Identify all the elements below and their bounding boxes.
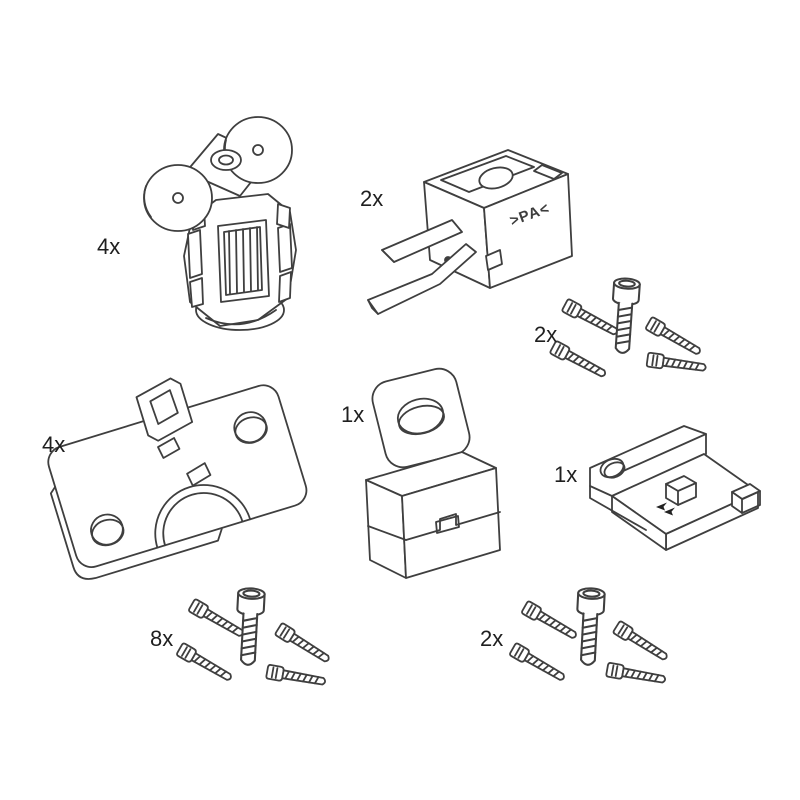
part-adapter-block	[365, 367, 501, 579]
flange	[589, 425, 707, 497]
screw-icon	[175, 641, 235, 686]
screw-icon	[560, 297, 621, 340]
side-notch	[485, 249, 503, 271]
block-body	[365, 451, 501, 579]
end-cap	[731, 483, 761, 514]
qty-label-screws-top-right: 2x	[534, 322, 557, 347]
part-glider-clip: >PA<	[367, 149, 573, 315]
qty-label-angle-bracket: 1x	[554, 462, 577, 487]
screw-icon	[605, 661, 668, 688]
screw-icon	[608, 276, 642, 355]
base-curve	[205, 309, 277, 326]
arrow-mark-icon	[664, 507, 675, 516]
plate-thickness	[49, 485, 223, 580]
part-screw-set-top-right	[548, 276, 708, 382]
part-screw-set-bottom-center	[508, 586, 671, 688]
screw-icon	[265, 663, 328, 690]
wheel-icon	[143, 164, 213, 232]
top-ridge	[440, 155, 535, 193]
gusset	[589, 485, 647, 531]
part-mounting-plate	[47, 377, 308, 580]
part-roller-carriage	[143, 116, 297, 331]
clip-detail	[135, 377, 212, 487]
qty-label-glider-clip: 2x	[360, 186, 383, 211]
shoulder	[276, 203, 291, 229]
screw-icon	[520, 599, 580, 644]
part-screw-set-bottom-left	[175, 586, 333, 690]
seam	[405, 511, 501, 541]
screw-icon	[233, 586, 266, 667]
screw-hole	[233, 411, 268, 444]
rib	[187, 229, 203, 279]
axle-nut	[210, 149, 242, 171]
screw-icon	[548, 339, 609, 382]
qty-label-screws-bottom-center: 2x	[480, 626, 503, 651]
rib	[189, 277, 204, 308]
screw-icon	[644, 315, 704, 360]
rib	[277, 223, 293, 273]
part-angle-bracket	[589, 425, 761, 551]
qty-label-adapter-block: 1x	[341, 402, 364, 427]
spring-window	[217, 219, 270, 303]
top-window	[533, 164, 563, 180]
arch-cutout	[154, 484, 252, 549]
arrow-mark-icon	[656, 502, 667, 511]
qty-label-roller-carriage: 4x	[97, 234, 120, 259]
seam	[367, 525, 407, 541]
screw-icon	[611, 619, 671, 665]
screw-icon	[508, 641, 568, 686]
latch	[435, 515, 460, 534]
rib	[278, 271, 292, 303]
wheel-icon	[223, 116, 293, 184]
screw-icon	[645, 351, 708, 376]
stop-block	[665, 475, 697, 506]
top-hole	[478, 166, 514, 190]
screw-icon	[573, 586, 606, 667]
latch-arms	[367, 219, 477, 315]
screw-icon	[273, 621, 333, 667]
qty-label-mounting-plate: 4x	[42, 432, 65, 457]
carriage-body	[183, 193, 297, 327]
screw-hole	[90, 513, 125, 547]
qty-label-screws-bottom-left: 8x	[150, 626, 173, 651]
